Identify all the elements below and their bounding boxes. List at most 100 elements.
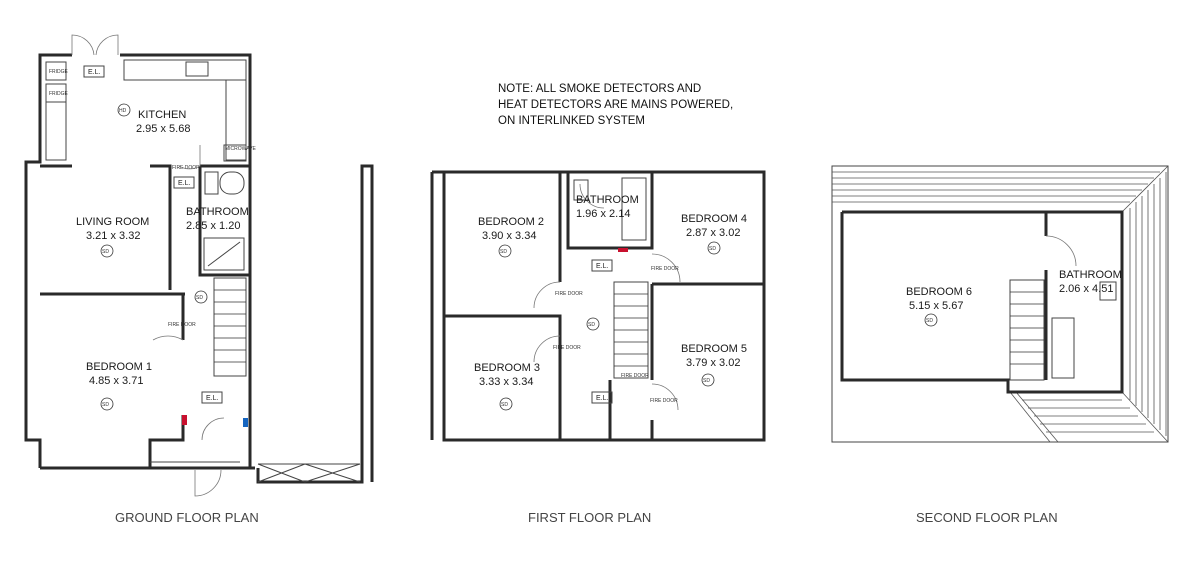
first-bath-basin: [573, 179, 589, 201]
second-bathroom-size: 2.06 x 4.51: [1059, 283, 1113, 295]
microwave-label: MICROWAVE: [225, 146, 256, 152]
second-outer-wall: [840, 210, 1124, 394]
bedroom3-name: BEDROOM 3: [474, 362, 540, 374]
microwave: [223, 144, 247, 162]
side-passage-diag-5: [304, 463, 361, 483]
fire-alarm-panel-red: [182, 415, 187, 425]
ground-floor-caption: GROUND FLOOR PLAN: [115, 510, 259, 525]
bedroom1-size: 4.85 x 3.71: [89, 375, 143, 387]
fire-door-label-landing: FIRE DOOR: [621, 373, 649, 379]
bedroom6-size: 5.15 x 5.67: [909, 300, 963, 312]
emergency-light-entrance: [201, 391, 223, 404]
hall-wall-lower: [148, 415, 185, 468]
second-stairs: [1009, 279, 1045, 381]
ground-right-wall: [120, 53, 252, 468]
first-el-2: [591, 391, 613, 404]
sd-bed2: [498, 244, 512, 258]
emergency-light-hall: [173, 176, 195, 189]
heat-detector-kitchen: [117, 103, 131, 117]
fire-door-label-kitchen: FIRE DOOR: [172, 165, 200, 171]
smoke-detector-hall: [194, 290, 208, 304]
bedroom1-name: BEDROOM 1: [86, 361, 152, 373]
first-el-1: [591, 259, 613, 272]
ground-outer-wall: [24, 53, 72, 468]
living-room-size: 3.21 x 3.32: [86, 230, 140, 242]
shower-diagonal: [207, 241, 241, 267]
fire-door-label-bed5: FIRE DOOR: [650, 398, 678, 404]
garden-door-left: [71, 34, 95, 56]
first-floor-caption: FIRST FLOOR PLAN: [528, 510, 651, 525]
smoke-detector-bed1: [100, 397, 114, 411]
first-outer-wall: [442, 170, 766, 442]
entrance-door: [201, 417, 225, 441]
ground-bathroom-name: BATHROOM: [186, 206, 249, 218]
sd-bed6: [924, 313, 938, 327]
first-el-2-label: E.L.: [596, 395, 609, 402]
bathroom-first-door: [579, 183, 605, 209]
el-hall-label: E.L.: [178, 180, 191, 187]
second-bath-tub: [1051, 317, 1075, 379]
kitchen-living-wall-2: [150, 164, 172, 290]
note-line-3: ON INTERLINKED SYSTEM: [498, 115, 645, 127]
first-el-1-label: E.L.: [596, 263, 609, 270]
sd-landing-label: SD: [588, 322, 595, 328]
sd-bed4: [707, 241, 721, 255]
bedroom4-size: 2.87 x 3.02: [686, 227, 740, 239]
side-passage-diag-3: [257, 463, 306, 483]
first-red-marker: [618, 248, 628, 252]
bedroom5-name: BEDROOM 5: [681, 343, 747, 355]
fridge-label-2: FRIDGE: [49, 91, 69, 97]
bed2-bed3-wall: [444, 314, 562, 440]
kitchen-name: KITCHEN: [138, 109, 186, 121]
hd-label: HD: [119, 108, 127, 114]
sd-bed4-label: SD: [709, 246, 716, 252]
fire-door-label-bed3: FIRE DOOR: [553, 345, 581, 351]
note-line-2: HEAT DETECTORS ARE MAINS POWERED,: [498, 99, 733, 111]
fridge-label-1: FRIDGE: [49, 69, 69, 75]
roof-decking: [832, 165, 1169, 443]
kitchen-size: 2.95 x 5.68: [136, 123, 190, 135]
kitchen-sink: [185, 61, 209, 77]
bathroom-toilet: [219, 171, 245, 195]
kitchen-side-unit: [45, 101, 67, 161]
sd-bed2-label: SD: [500, 249, 507, 255]
sd-bed3-label: SD: [501, 402, 508, 408]
bed5-fire-door: [651, 383, 679, 411]
el-kitchen-label: E.L.: [88, 69, 101, 76]
first-bathroom-size: 1.96 x 2.14: [576, 208, 630, 220]
first-floor-plan: FIRE DOOR FIRE DOOR FIRE DOOR FIRE DOOR …: [430, 83, 766, 525]
ground-bathroom-size: 2.85 x 1.20: [186, 220, 240, 232]
bed3-fire-door: [533, 335, 561, 363]
bedroom5-size: 3.79 x 3.02: [686, 357, 740, 369]
sd-bed5: [701, 373, 715, 387]
bedroom1-fire-door: [152, 335, 184, 341]
second-floor-caption: SECOND FLOOR PLAN: [916, 510, 1058, 525]
el-entrance-label: E.L.: [206, 395, 219, 402]
first-stairs: [613, 281, 649, 379]
sd-bed5-label: SD: [703, 378, 710, 384]
second-basin: [1099, 281, 1117, 301]
bed2-fire-door: [533, 281, 561, 309]
second-bathroom-door: [1045, 235, 1077, 267]
sd-bed1-label: SD: [102, 402, 109, 408]
second-floor-plan: SD BEDROOM 6 5.15 x 5.67 BATHROOM 2.06 x…: [831, 165, 1169, 525]
call-point-blue: [243, 418, 248, 427]
bedroom2-name: BEDROOM 2: [478, 216, 544, 228]
sd-hall-label: SD: [196, 295, 203, 301]
living-room-name: LIVING ROOM: [76, 216, 149, 228]
bathroom-basin: [204, 171, 219, 195]
bedroom2-size: 3.90 x 3.34: [482, 230, 536, 242]
kitchen-worktop-side: [225, 79, 247, 161]
sd-bed6-label: SD: [926, 318, 933, 324]
first-bathroom-name: BATHROOM: [576, 194, 639, 206]
bedroom4-name: BEDROOM 4: [681, 213, 747, 225]
garden-door-right: [95, 34, 119, 56]
bedroom6-name: BEDROOM 6: [906, 286, 972, 298]
first-bath-tub: [621, 177, 647, 241]
sd-bed3: [499, 397, 513, 411]
side-passage-wall: [256, 164, 374, 484]
sd-living-label: SD: [102, 249, 109, 255]
fire-door-label-bed1: FIRE DOOR: [168, 322, 196, 328]
fridge-1: [45, 61, 67, 81]
